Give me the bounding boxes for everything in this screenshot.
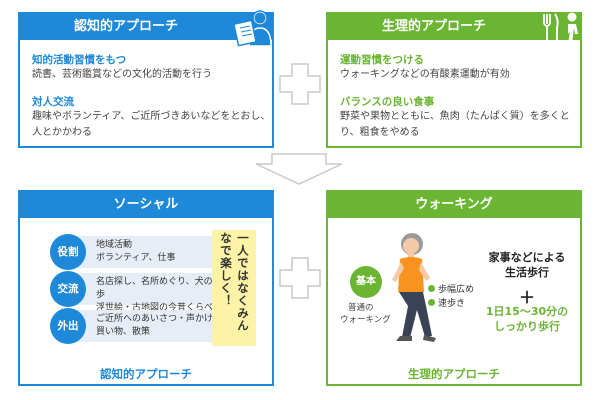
role-line-2: ボランティア、仕事 <box>96 253 176 263</box>
social-interaction-body-1: 趣味やボランティア、ご近所づきあいなどをとおし、 <box>32 111 271 122</box>
plus-sign: ＋ <box>518 288 535 307</box>
list-item: 外出 ご近所へのあいさつ・声かけ 買い物、散策 <box>50 308 230 344</box>
daily-walking-line-2: 生活歩行 <box>505 266 549 279</box>
tip-speed-label: 速歩き <box>438 299 466 309</box>
role-badge: 役割 <box>50 234 86 270</box>
tip-dot-icon <box>428 299 435 306</box>
walking-title: ウォーキング <box>328 192 580 218</box>
role-text: 地域活動 ボランティア、仕事 <box>96 239 176 265</box>
tip-speed: 速歩き <box>428 296 465 309</box>
list-item: 交流 名店探し、名所めぐり、犬の散歩 浮世絵・古地図の今昔くらべ <box>50 271 230 313</box>
interaction-line-1: 名店探し、名所めぐり、犬の散歩 <box>96 277 222 300</box>
balanced-diet-heading: バランスの良い食事 <box>340 96 435 108</box>
cognitive-approach-title: 認知的アプローチ <box>20 14 272 40</box>
base-caption: 普通の ウォーキング <box>340 302 391 326</box>
interaction-text: 名店探し、名所めぐり、犬の散歩 浮世絵・古地図の今昔くらべ <box>96 276 230 315</box>
interaction-line-2: 浮世絵・古地図の今昔くらべ <box>96 303 214 313</box>
plus-connector-icon <box>274 252 326 304</box>
outing-line-1: ご近所へのあいさつ・声かけ <box>96 314 214 324</box>
tip-dot-icon <box>428 285 435 292</box>
solid-walking-text: 1日15～30分の しっかり歩行 <box>478 304 576 334</box>
outing-line-2: 買い物、散策 <box>96 327 151 337</box>
outing-badge: 外出 <box>50 308 86 344</box>
intellectual-habit-heading: 知的活動習慣をもつ <box>32 54 127 66</box>
base-caption-line-1: 普通の <box>348 303 374 313</box>
physiological-approach-title: 生理的アプローチ <box>328 14 580 40</box>
outing-text: ご近所へのあいさつ・声かけ 買い物、散策 <box>96 313 213 339</box>
intellectual-habit-body: 読書、芸術鑑賞などの文化的活動を行う <box>32 69 212 80</box>
down-arrow-icon <box>250 152 348 186</box>
balanced-diet-body: 野菜や果物とともに、魚肉（たんぱく質）を多くとり、粗食をやめる <box>340 111 570 138</box>
tip-stride: 歩幅広め <box>428 282 474 295</box>
social-panel: ソーシャル 役割 地域活動 ボランティア、仕事 交流 名店探し、名所めぐり、犬の… <box>18 190 274 386</box>
physiological-approach-panel: 生理的アプローチ 運動習慣をつける ウォーキングなどの有酸素運動が有効 バランス… <box>326 12 582 148</box>
exercise-habit-body: ウォーキングなどの有酸素運動が有効 <box>340 69 510 80</box>
plus-connector-icon <box>274 58 326 110</box>
list-item: 役割 地域活動 ボランティア、仕事 <box>50 234 230 270</box>
base-badge: 基本 <box>350 266 382 298</box>
social-interaction-heading: 対人交流 <box>32 96 74 108</box>
exercise-habit-heading: 運動習慣をつける <box>340 54 424 66</box>
together-callout-text: 一人ではなくみんなで楽しく！ <box>219 232 250 332</box>
base-caption-line-2: ウォーキング <box>340 315 391 325</box>
walker-fork-icon <box>538 8 584 48</box>
daily-walking-text: 家事などによる 生活歩行 <box>478 250 576 280</box>
together-callout: 一人ではなくみんなで楽しく！ <box>212 230 256 346</box>
social-title: ソーシャル <box>20 192 272 218</box>
solid-walking-line-2: しっかり歩行 <box>494 320 560 333</box>
interaction-badge: 交流 <box>50 271 86 307</box>
walking-footer: 生理的アプローチ <box>408 367 500 381</box>
walking-panel: ウォーキング 基本 普通の ウォーキング 歩幅広め 速歩き <box>326 190 582 386</box>
tip-stride-label: 歩幅広め <box>438 285 475 295</box>
social-footer: 認知的アプローチ <box>100 367 192 381</box>
cognitive-approach-panel: 認知的アプローチ 知的活動習慣をもつ 読書、芸術鑑賞などの文化的活動を行う 対人… <box>18 10 274 148</box>
solid-walking-line-1: 1日15～30分の <box>485 305 569 318</box>
social-interaction-body-2: 人とかかわる <box>32 127 92 138</box>
daily-walking-line-1: 家事などによる <box>488 251 566 264</box>
reading-person-icon <box>232 8 276 48</box>
role-line-1: 地域活動 <box>96 240 133 250</box>
walking-woman-illustration <box>384 232 438 348</box>
